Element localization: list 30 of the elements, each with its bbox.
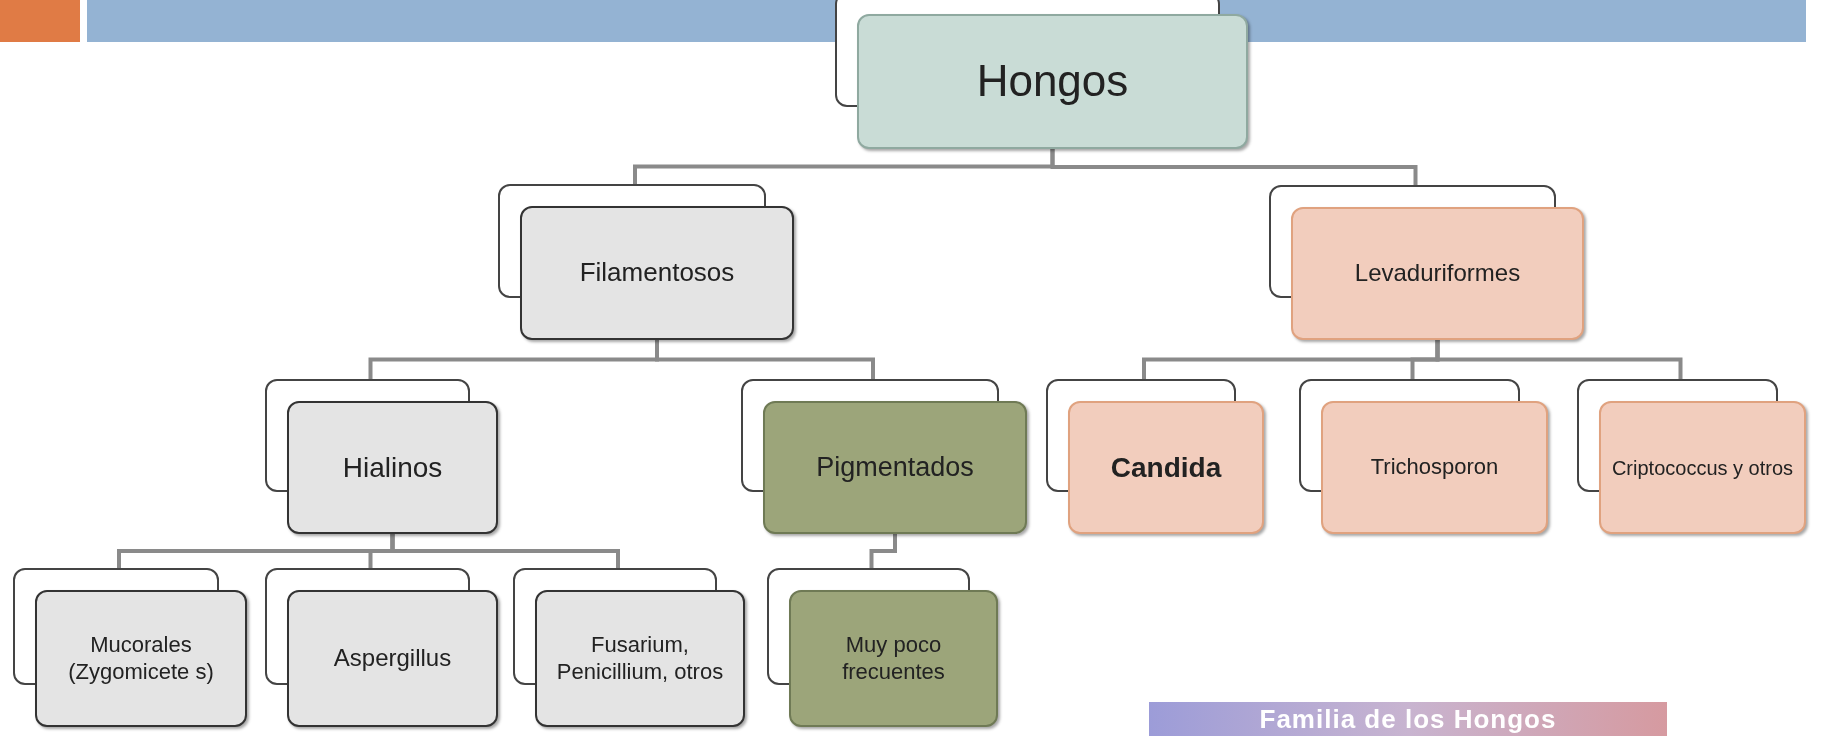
box-label: Hialinos	[341, 450, 444, 485]
category-box	[35, 590, 247, 727]
category-box	[789, 590, 998, 727]
connector-line	[655, 340, 875, 379]
category-box	[287, 401, 498, 534]
category-box	[763, 401, 1027, 534]
category-box	[1068, 401, 1264, 534]
category-box	[1291, 207, 1584, 340]
category-box	[857, 14, 1248, 149]
box-label: Mucorales (Zygomicete s)	[67, 631, 215, 686]
box-label: Levaduriformes	[1353, 258, 1522, 289]
box-label: Candida	[1109, 450, 1223, 485]
category-box	[287, 590, 498, 727]
title-banner: Familia de los Hongos	[1149, 702, 1667, 736]
connector-line	[869, 534, 897, 568]
box-label: Aspergillus	[332, 643, 453, 674]
box-label: Criptococcus y otros	[1610, 455, 1795, 481]
category-box	[520, 206, 794, 340]
category-box	[535, 590, 745, 727]
category-box	[1599, 401, 1806, 534]
box-label: Fusarium, Penicillium, otros	[555, 631, 725, 686]
box-label: Pigmentados	[815, 451, 975, 485]
connector-line	[390, 534, 620, 568]
box-label: Muy poco frecuentes	[841, 631, 946, 686]
category-box	[1321, 401, 1548, 534]
box-label: Trichosporon	[1369, 453, 1500, 482]
connector-line	[1050, 149, 1418, 185]
box-label: Hongos	[975, 55, 1130, 108]
box-label: Filamentosos	[578, 256, 736, 290]
connector-line	[1435, 340, 1683, 379]
